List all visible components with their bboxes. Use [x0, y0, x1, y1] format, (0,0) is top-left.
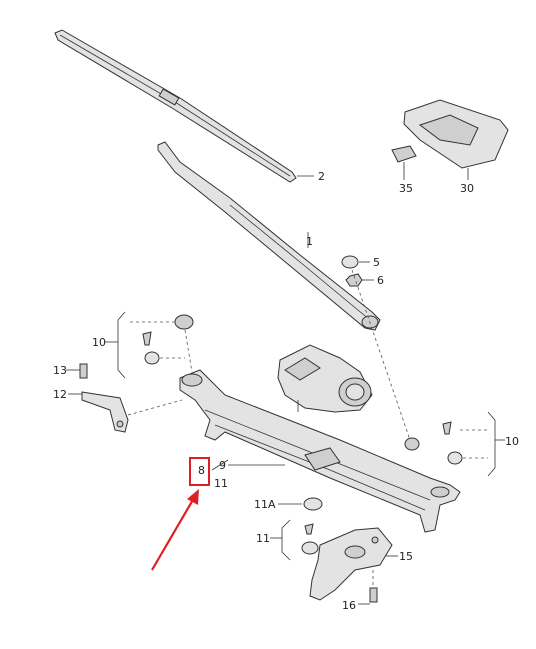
callout-13: 13 [53, 364, 67, 377]
cap-and-nut [341, 255, 411, 441]
callout-10-right: 10 [505, 435, 519, 448]
wiper-arm [157, 141, 381, 331]
control-unit [391, 99, 509, 180]
fastener-group-lower [270, 497, 323, 561]
leader-8 [211, 459, 229, 471]
callout-2: 2 [318, 170, 325, 183]
callout-6: 6 [377, 274, 384, 287]
callout-11-lower: 11 [256, 532, 270, 545]
callout-8: 8 [198, 464, 205, 477]
callout-30: 30 [460, 182, 474, 195]
callout-11-upper: 11 [214, 477, 228, 490]
callout-12: 12 [53, 388, 67, 401]
highlight-arrow [151, 489, 199, 571]
wiper-linkage-frame [179, 369, 461, 533]
fastener-group-left [105, 311, 194, 379]
callout-5: 5 [373, 256, 380, 269]
callout-35: 35 [399, 182, 413, 195]
highlight-box [189, 457, 210, 486]
fastener-group-right [404, 411, 505, 477]
callout-1: 1 [306, 235, 313, 248]
callout-11A: 11A [254, 498, 276, 511]
wiper-motor [277, 344, 373, 413]
bracket-left [66, 363, 183, 433]
callout-15: 15 [399, 550, 413, 563]
callout-9: 9 [219, 459, 226, 472]
callout-16: 16 [342, 599, 356, 612]
callout-10-left: 10 [92, 336, 106, 349]
mounting-plate [309, 527, 398, 605]
wiper-blade [54, 29, 314, 183]
